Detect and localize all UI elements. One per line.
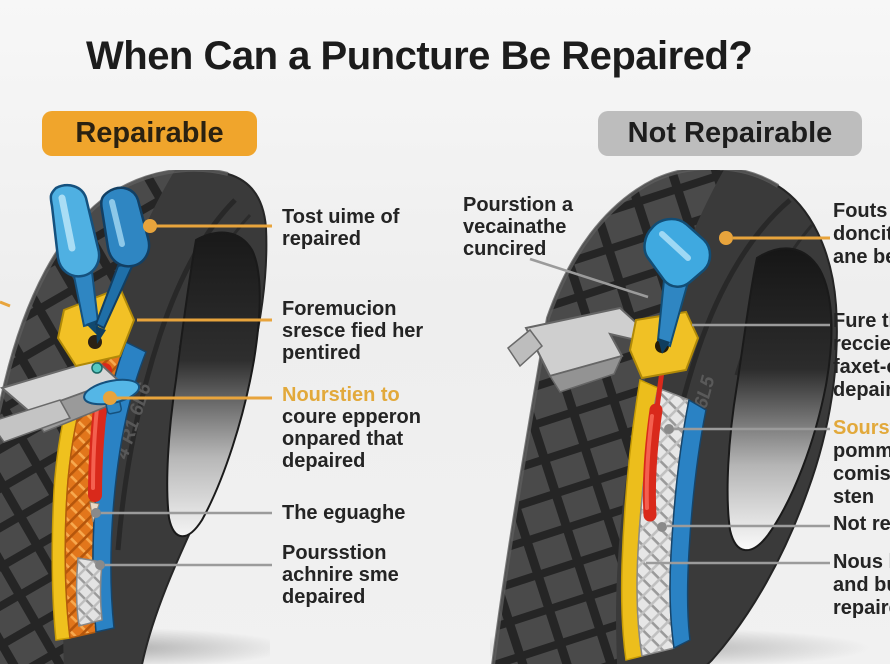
callout-inner-liner: The eguaghe <box>282 502 405 524</box>
puncture-tool-right <box>94 186 151 344</box>
callout-line: and bu <box>833 574 890 596</box>
bracket-flap-side <box>548 354 624 393</box>
callout-line: achnire sme <box>282 564 399 586</box>
callout-line: faxet-c <box>833 356 890 378</box>
callout-bead-area: Poursstion achnire sme depaired <box>282 542 399 608</box>
callout-crown-area: Foremucion sresce fied her pentired <box>282 298 423 364</box>
callout-line: coure epperon <box>282 406 421 428</box>
callout-right-tread: Fouts s doncit ane be <box>833 200 890 269</box>
callout-line: repaired <box>282 228 361 250</box>
inner-hole <box>166 231 261 538</box>
callout-line: Foremucion <box>282 298 397 320</box>
callout-line: reccie <box>833 333 890 355</box>
bracket-flap-tail <box>506 328 544 368</box>
callout-line: depaired <box>282 586 366 608</box>
callout-shoulder-puncture: Pourstion a vecainathe cuncired <box>463 194 573 260</box>
callout-line: The eguaghe <box>282 502 406 524</box>
callout-line: Pourstion a <box>463 194 574 216</box>
callout-right-sidewall: Fure th reccie faxet-c depair <box>833 310 890 402</box>
white-mesh-layer <box>75 557 103 627</box>
callout-line: repaire <box>833 597 890 619</box>
callout-line: Fure th <box>833 310 890 332</box>
patch-rivet <box>91 362 103 374</box>
blue-inner-layer <box>669 398 707 650</box>
callout-line: Tost uime of <box>282 206 400 228</box>
callout-line-highlight: Nourstien to <box>282 384 400 406</box>
callout-line: depair <box>833 379 890 401</box>
callout-line: doncit <box>833 223 890 245</box>
callout-line: depaired <box>282 450 366 472</box>
callout-line-highlight: Sourst <box>833 417 890 439</box>
callout-line: Poursstion <box>282 542 387 564</box>
callout-plug-repair: Nourstien to coure epperon onpared that … <box>282 384 421 472</box>
puncture-tool-left <box>49 184 101 338</box>
bracket-flap-tail <box>0 399 72 443</box>
callout-line: Nous l <box>833 551 890 573</box>
callout-line: pomm <box>833 440 890 462</box>
tread-pattern <box>0 170 175 664</box>
repairable-tire-diagram: 4 R1 6L6 <box>0 170 270 664</box>
callout-line: Not re <box>833 513 890 535</box>
repair-plug-red <box>642 403 663 522</box>
callout-line: Fouts s <box>833 200 890 222</box>
callout-right-plug: Sourst pomm comis sten <box>833 417 890 509</box>
not-repairable-badge: Not Repairable <box>598 111 862 156</box>
callout-line: pentired <box>282 342 361 364</box>
callout-line: cuncired <box>463 238 547 260</box>
repairable-badge: Repairable <box>42 111 257 156</box>
callout-right-bead: Nous l and bu repaire <box>833 551 890 620</box>
page-title: When Can a Puncture Be Repaired? <box>86 34 753 78</box>
callout-line: onpared that <box>282 428 404 450</box>
puncture-tool-chisel <box>643 217 712 354</box>
callout-line: sten <box>833 486 875 508</box>
callout-line: vecainathe <box>463 216 567 238</box>
callout-line: sresce fied her <box>282 320 424 342</box>
callout-right-not-repairable: Not re <box>833 513 890 536</box>
tread-outer-edge <box>0 170 229 416</box>
callout-line: ane be <box>833 246 890 268</box>
callout-tread-puncture: Tost uime of repaired <box>282 206 399 250</box>
callout-line: comis <box>833 463 890 485</box>
repair-plug-highlight <box>644 414 654 510</box>
